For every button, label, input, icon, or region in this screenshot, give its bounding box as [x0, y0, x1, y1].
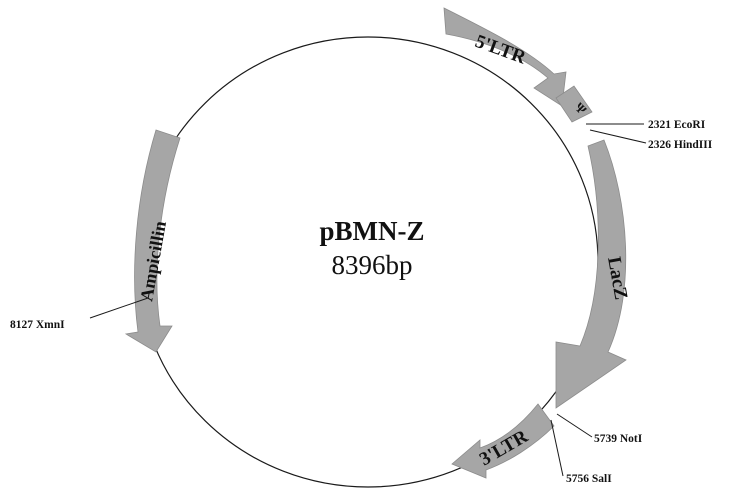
- sali-site-label: 5756 SalI: [566, 473, 612, 485]
- ltr3-label: 3'LTR: [476, 426, 532, 470]
- plasmid-name: pBMN-Z: [319, 216, 424, 246]
- noti-line: [556, 413, 593, 438]
- xmni-line: [89, 297, 149, 319]
- lacz-arrow: [555, 139, 627, 409]
- hindiii-line: [589, 129, 647, 144]
- ampicillin-arrow: [124, 129, 181, 353]
- noti-site-label: 5739 NotI: [594, 433, 643, 445]
- ltr5-label: 5'LTR: [472, 31, 528, 69]
- hindiii-site-label: 2326 HindIII: [648, 139, 713, 151]
- ltr3-arrow: [451, 403, 555, 479]
- psi-arrow: [555, 85, 593, 123]
- sali-line: [550, 419, 564, 477]
- plasmid-size: 8396bp: [332, 250, 413, 280]
- ecori-site-label: 2321 EcoRI: [648, 119, 706, 131]
- xmni-site-label: 8127 XmnI: [10, 319, 65, 331]
